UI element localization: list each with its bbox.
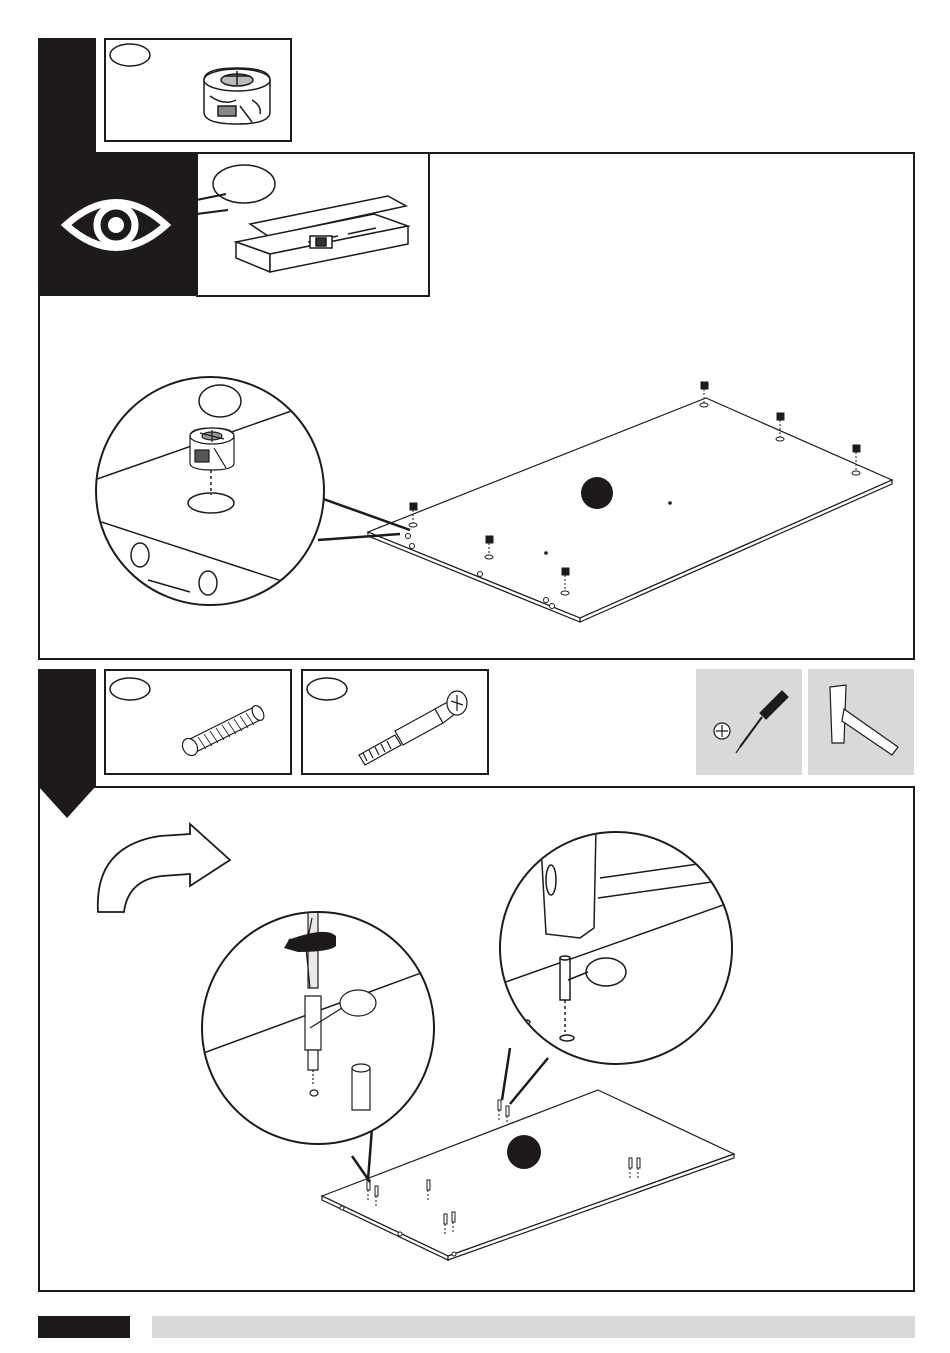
footer-page-number-bar xyxy=(38,1316,130,1338)
tool-panel-screwdriver xyxy=(696,669,802,775)
step-a-part-box-cam-lock xyxy=(104,38,292,142)
cam-lock-icon xyxy=(106,40,290,140)
tool-panel-hammer xyxy=(808,669,914,775)
panel-marker xyxy=(581,477,613,509)
step-b-sidebar xyxy=(38,669,96,786)
part-number-bubble xyxy=(110,44,150,66)
parts-box-icon xyxy=(198,154,428,295)
cam-bolt-icon xyxy=(303,671,487,773)
panel-marker xyxy=(507,1135,541,1169)
footer-bar xyxy=(152,1316,915,1338)
step-b-part-box-dowel xyxy=(104,669,292,775)
hammer-icon xyxy=(808,669,914,775)
step-a-box-callout xyxy=(196,152,430,297)
cam-lock-insert-detail xyxy=(40,300,913,658)
flip-arrow-icon xyxy=(98,824,230,912)
step-b-illustration xyxy=(40,788,913,1290)
wooden-dowel-icon xyxy=(106,671,290,773)
phillips-screwdriver-icon xyxy=(696,669,802,775)
step-b-part-box-cam-bolt xyxy=(301,669,489,775)
